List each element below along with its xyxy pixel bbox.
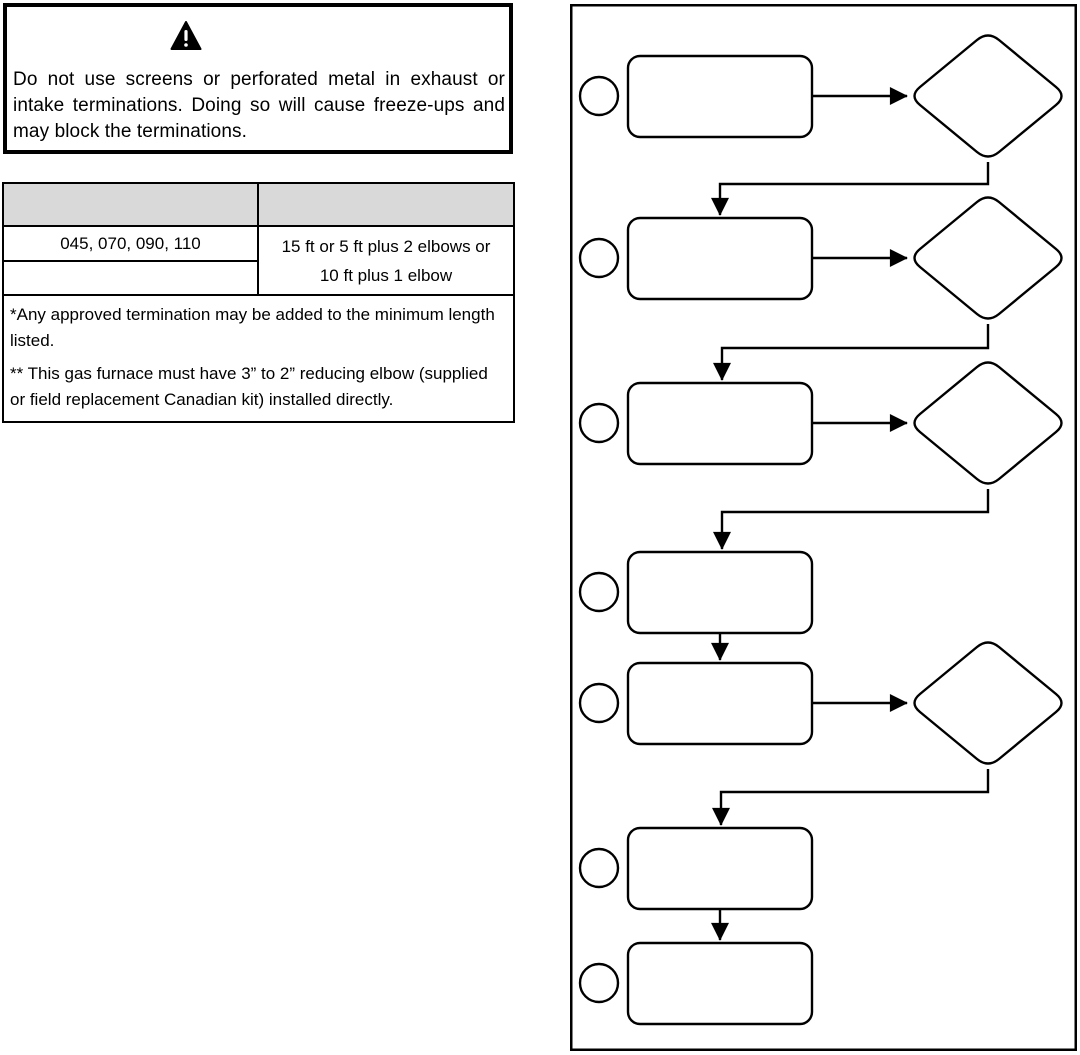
min-vent-length-cell: 15 ft or 5 ft plus 2 elbows or 10 ft plu… <box>257 225 515 296</box>
table-row-empty <box>2 260 514 296</box>
flow-decision-2 <box>913 196 1063 320</box>
table-header-col1 <box>2 182 259 227</box>
flow-connector-decision-2-to-step-3 <box>713 324 990 381</box>
warning-triangle-icon <box>170 21 202 50</box>
flow-step-6-box <box>626 826 814 911</box>
flow-step-5-circle <box>578 682 620 724</box>
table-header-col2 <box>257 182 515 227</box>
vent-length-table: 045, 070, 090, 110 15 ft or 5 ft plus 2 … <box>2 182 515 423</box>
flow-step-2-circle <box>578 237 620 279</box>
flow-step-4-box <box>626 550 814 635</box>
flow-decision-1 <box>913 34 1063 158</box>
flow-step-2-box <box>626 216 814 301</box>
flow-step-7-box <box>626 941 814 1026</box>
flow-step-6-circle <box>578 847 620 889</box>
table-row-models: 045, 070, 090, 110 15 ft or 5 ft plus 2 … <box>2 225 515 296</box>
flow-step-3-box <box>626 381 814 466</box>
table-header-row <box>2 182 515 227</box>
flow-decision-3 <box>913 361 1063 485</box>
empty-cell <box>2 260 259 296</box>
warning-box: Do not use screens or perforated metal i… <box>3 3 513 154</box>
footnote-approved-termination: *Any approved termination may be added t… <box>10 305 495 350</box>
flow-step-7-circle <box>578 962 620 1004</box>
flow-connector-decision-3-to-step-4 <box>713 489 990 550</box>
models-cell: 045, 070, 090, 110 <box>2 225 259 262</box>
footnotes-cell: *Any approved termination may be added t… <box>2 294 515 423</box>
flowchart-border <box>570 4 1077 1051</box>
flow-step-1-box <box>626 54 814 139</box>
table-footnotes-row: *Any approved termination may be added t… <box>2 294 515 423</box>
flow-step-5-box <box>626 661 814 746</box>
flow-step-3-circle <box>578 402 620 444</box>
footnote-reducing-elbow: ** This gas furnace must have 3” to 2” r… <box>10 364 488 409</box>
warning-text: Do not use screens or perforated metal i… <box>13 69 505 142</box>
flow-connector-decision-1-to-step-2 <box>711 162 990 216</box>
flow-decision-5 <box>913 641 1063 765</box>
installation-flowchart <box>570 4 1077 1051</box>
flow-step-1-circle <box>578 75 620 117</box>
flow-connector-decision-5-to-step-6 <box>712 769 990 826</box>
flow-step-4-circle <box>578 571 620 613</box>
